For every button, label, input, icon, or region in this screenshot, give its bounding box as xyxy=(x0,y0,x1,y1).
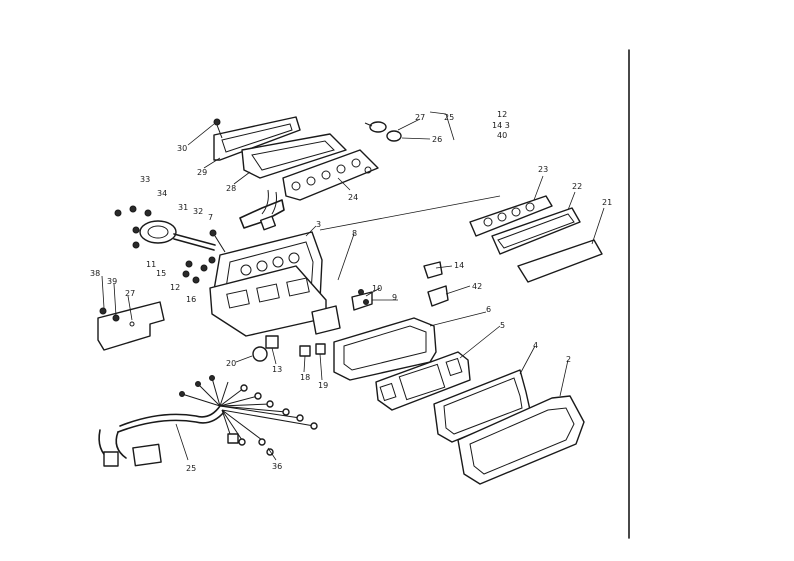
callout-27-top: 27 xyxy=(415,113,425,122)
callout-33: 33 xyxy=(140,175,150,184)
part-wiring-harness-25 xyxy=(98,375,318,467)
part-screws-left xyxy=(182,256,216,284)
top-codes: 12 14 3 40 xyxy=(492,110,510,140)
callout-16: 16 xyxy=(186,295,196,304)
callout-labels: 30 29 28 27 26 25 24 23 22 21 33 34 31 3… xyxy=(90,113,612,473)
callout-21: 21 xyxy=(602,198,612,207)
part-trim-21 xyxy=(517,239,603,283)
callout-12: 12 xyxy=(170,283,180,292)
callout-19: 19 xyxy=(318,381,328,390)
callout-22: 22 xyxy=(572,182,582,191)
leader-lines xyxy=(101,111,605,461)
callout-31: 31 xyxy=(178,203,188,212)
part-small-items-bottom xyxy=(252,335,326,362)
top-code-line-2: 14 3 xyxy=(492,121,510,130)
callout-14: 14 xyxy=(454,261,464,270)
top-code-line-1: 12 xyxy=(497,110,507,119)
callout-25-top: 25 xyxy=(444,113,454,122)
leader-long xyxy=(319,195,501,231)
part-sensor-31 xyxy=(114,205,216,251)
callout-5: 5 xyxy=(500,321,505,330)
callout-36: 36 xyxy=(272,462,282,471)
callout-11: 11 xyxy=(146,260,156,269)
callout-29: 29 xyxy=(197,168,207,177)
callout-18: 18 xyxy=(300,373,310,382)
callout-7: 7 xyxy=(208,213,213,222)
callout-25-bottom: 25 xyxy=(186,464,196,473)
part-gasket-22 xyxy=(491,207,581,255)
callout-13: 13 xyxy=(272,365,282,374)
callout-4: 4 xyxy=(533,341,538,350)
part-bulbs-top xyxy=(364,121,402,142)
part-bracket-27 xyxy=(97,301,165,351)
part-clips-mid xyxy=(311,261,449,335)
part-rear-panel-29 xyxy=(213,116,301,161)
part-front-bezel-2 xyxy=(457,395,585,485)
callout-39: 39 xyxy=(107,277,117,286)
part-gasket-28 xyxy=(241,133,347,179)
part-circuit-board-8 xyxy=(209,265,327,337)
callout-27-bottom: 27 xyxy=(125,289,135,298)
part-connector-harness-small xyxy=(239,189,285,231)
callout-3: 3 xyxy=(316,220,321,229)
callout-15: 15 xyxy=(156,269,166,278)
part-mask-panel-5 xyxy=(375,351,471,411)
callout-23: 23 xyxy=(538,165,548,174)
part-socket-plate-24 xyxy=(282,149,379,201)
callout-10: 10 xyxy=(372,284,382,293)
part-display-frame-6 xyxy=(333,317,437,381)
callout-32: 32 xyxy=(193,207,203,216)
callout-9: 9 xyxy=(392,293,397,302)
callout-26: 26 xyxy=(432,135,442,144)
callout-38: 38 xyxy=(90,269,100,278)
callout-2: 2 xyxy=(566,355,571,364)
callout-28: 28 xyxy=(226,184,236,193)
callout-6: 6 xyxy=(486,305,491,314)
top-code-line-3: 40 xyxy=(497,131,507,140)
callout-24: 24 xyxy=(348,193,358,202)
callout-20: 20 xyxy=(226,359,236,368)
callout-34: 34 xyxy=(157,189,167,198)
callout-8: 8 xyxy=(352,229,357,238)
callout-30: 30 xyxy=(177,144,187,153)
callout-42: 42 xyxy=(472,282,482,291)
part-switch-plate-23 xyxy=(469,195,553,237)
